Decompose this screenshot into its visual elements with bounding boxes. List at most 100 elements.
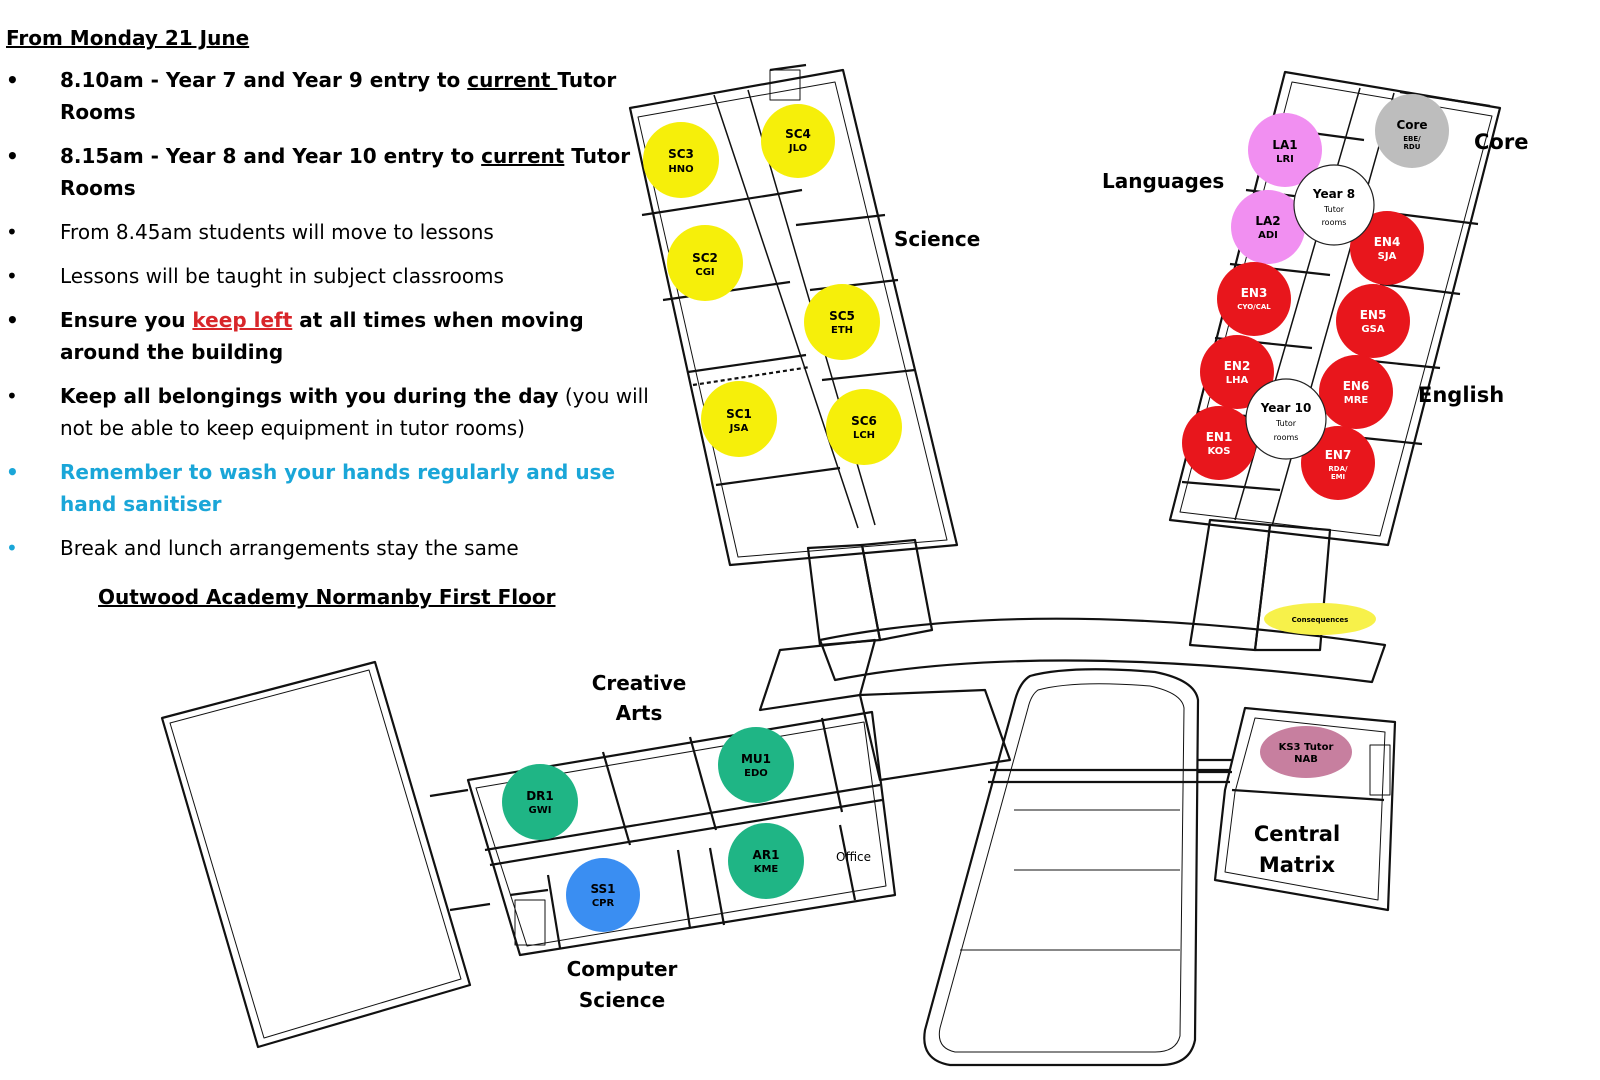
svg-text:SC5: SC5 [829,309,855,323]
notice-item: • Keep all belongings with you during th… [6,380,666,444]
svg-text:MU1: MU1 [741,752,771,766]
science-wing-outline [628,68,959,567]
room-marker-en7 [1301,426,1375,500]
svg-text:Consequences: Consequences [1292,616,1349,624]
room-marker-en5 [1336,284,1410,358]
area-label-core: Core [1474,130,1528,154]
year-10-tutor-marker: Year 10 Tutor rooms [1245,378,1327,460]
room-marker-ks3 [1260,726,1352,778]
room-marker-mu1 [718,727,794,803]
bullet-icon: • [6,308,19,332]
room-en6[interactable]: EN6 MRE [1319,355,1393,429]
notice-text: Ensure you [60,308,193,332]
bullet-icon: • [6,536,18,560]
room-mu1[interactable]: MU1 EDO [718,727,794,803]
room-en5[interactable]: EN5 GSA [1336,284,1410,358]
sports-hall-outline [160,660,472,1049]
area-label-science: Science [894,227,980,251]
room-marker-sc2 [667,225,743,301]
room-ks3-tutor[interactable]: KS3 Tutor NAB [1260,726,1352,778]
svg-text:KOS: KOS [1207,446,1230,457]
svg-text:EMI: EMI [1331,473,1345,481]
room-ss1[interactable]: SS1 CPR [566,858,640,932]
notice-item: • From 8.45am students will move to less… [6,216,666,248]
area-label-creative: Creative [592,671,687,695]
svg-text:MRE: MRE [1344,395,1369,406]
svg-text:EDO: EDO [744,768,768,779]
room-core[interactable]: Core EBE/ RDU [1375,94,1449,168]
central-matrix-outline [1213,706,1397,912]
notice-text: From 8.45am students will move to lesson… [60,220,494,244]
svg-text:HNO: HNO [668,164,693,175]
notice-text: Break and lunch arrangements stay the sa… [60,536,519,560]
room-sc2[interactable]: SC2 CGI [667,225,743,301]
room-marker-ar1 [728,823,804,899]
bullet-icon: • [6,68,19,92]
room-marker-en4 [1350,211,1424,285]
svg-text:LHA: LHA [1226,375,1249,386]
svg-text:ADI: ADI [1258,230,1278,241]
room-la1[interactable]: LA1 LRI [1248,113,1322,187]
room-marker-dr1 [502,764,578,840]
svg-text:CYO/CAL: CYO/CAL [1237,303,1271,311]
room-en7[interactable]: EN7 RDA/ EMI [1301,426,1375,500]
room-en1[interactable]: EN1 KOS [1182,406,1256,480]
bullet-icon: • [6,460,19,484]
area-label-english: English [1418,383,1504,407]
svg-text:SC4: SC4 [785,127,811,141]
room-marker-core [1375,94,1449,168]
area-label-office: Office [836,850,871,864]
room-marker-sc6 [826,389,902,465]
room-en3[interactable]: EN3 CYO/CAL [1217,262,1291,336]
room-sc6[interactable]: SC6 LCH [826,389,902,465]
svg-text:EN6: EN6 [1343,379,1370,393]
svg-text:KME: KME [754,864,779,875]
room-sc4[interactable]: SC4 JLO [761,104,835,178]
notice-text: (you will not be able to keep equipment … [60,384,649,440]
svg-text:EBE/: EBE/ [1403,135,1421,143]
svg-text:SC1: SC1 [726,407,752,421]
room-marker-ss1 [566,858,640,932]
svg-text:GWI: GWI [529,805,552,816]
room-marker-en3 [1217,262,1291,336]
room-marker-sc4 [761,104,835,178]
room-consequences[interactable]: Consequences [1264,603,1376,635]
svg-text:LA2: LA2 [1255,214,1280,228]
room-la2[interactable]: LA2 ADI [1231,190,1305,264]
svg-text:EN4: EN4 [1374,235,1401,249]
notice-text: 8.10am - Year 7 and Year 9 entry to [60,68,468,92]
svg-text:JSA: JSA [729,423,749,434]
room-marker-la2 [1231,190,1305,264]
room-sc5[interactable]: SC5 ETH [804,284,880,360]
svg-text:CPR: CPR [592,898,615,909]
area-label-computer: Computer [567,957,678,981]
svg-text:ETH: ETH [831,325,853,336]
svg-text:Year 8: Year 8 [1312,187,1355,201]
room-sc1[interactable]: SC1 JSA [701,381,777,457]
svg-text:EN3: EN3 [1241,286,1268,300]
svg-text:KS3 Tutor: KS3 Tutor [1279,742,1334,753]
notice-text: 8.15am - Year 8 and Year 10 entry to [60,144,482,168]
notice-text: at all times when moving around the buil… [60,308,584,364]
notice-text: Lessons will be taught in subject classr… [60,264,504,288]
svg-text:EN5: EN5 [1360,308,1387,322]
svg-text:RDA/: RDA/ [1328,465,1348,473]
room-sc3[interactable]: SC3 HNO [643,122,719,198]
notice-emphasis: current [481,144,565,168]
notice-text: Remember to wash your hands regularly an… [60,460,616,516]
room-dr1[interactable]: DR1 GWI [502,764,578,840]
notice-text: Keep all belongings with you during the … [60,384,559,408]
notice-item: • Break and lunch arrangements stay the … [6,532,666,564]
notice-emphasis: current [467,68,558,92]
atrium-outline [923,668,1200,1067]
svg-text:SC6: SC6 [851,414,877,428]
area-label-computer-science: Science [579,988,665,1012]
svg-text:Year 10: Year 10 [1260,401,1312,415]
svg-text:rooms: rooms [1322,218,1347,227]
room-ar1[interactable]: AR1 KME [728,823,804,899]
svg-text:EN7: EN7 [1325,448,1352,462]
room-en2[interactable]: EN2 LHA [1200,335,1274,409]
room-marker-sc3 [643,122,719,198]
room-en4[interactable]: EN4 SJA [1350,211,1424,285]
